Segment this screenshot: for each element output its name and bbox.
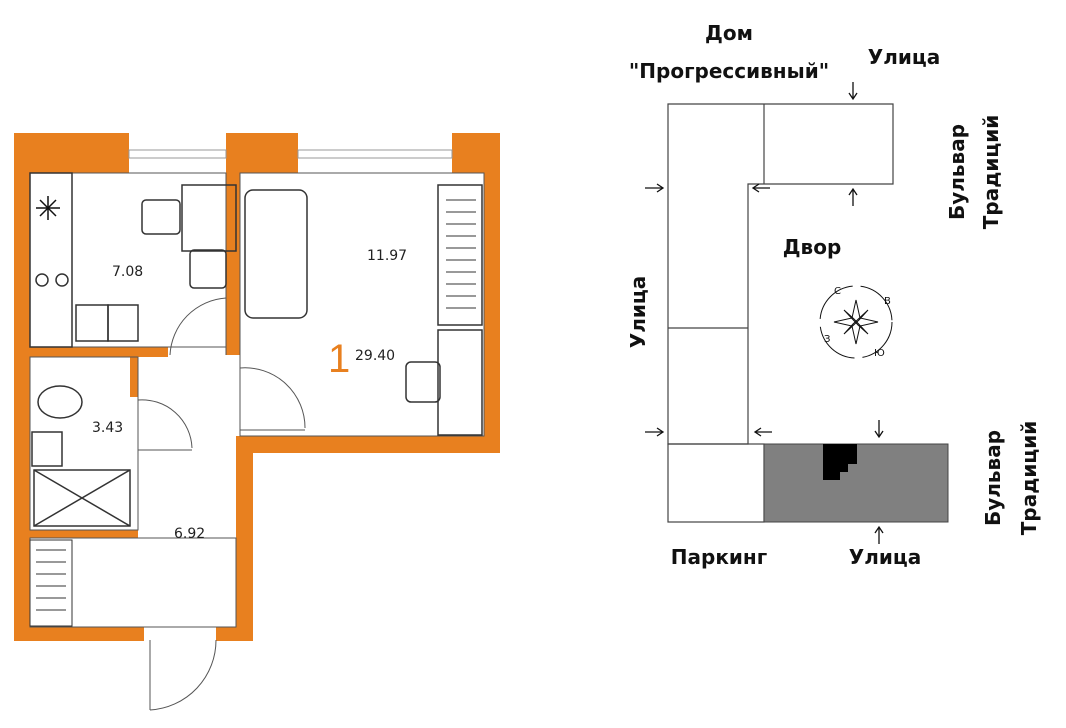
- door-swing: [137, 399, 193, 449]
- wall: [236, 436, 500, 453]
- wall: [226, 133, 298, 173]
- wall: [484, 133, 500, 453]
- house-name-line2: "Прогрессивный": [629, 59, 829, 83]
- desk: [437, 329, 483, 436]
- wardrobe: [437, 184, 483, 326]
- compass-south: Ю: [874, 348, 885, 359]
- wall: [236, 436, 253, 641]
- boulevard-top-line2: Традиций: [979, 115, 1003, 229]
- kitchen-counter: [29, 172, 73, 348]
- hall-wardrobe: [29, 539, 73, 627]
- door-swing: [149, 639, 217, 711]
- chair: [141, 199, 181, 235]
- snowflake-icon: [36, 196, 60, 220]
- fridge-unit: [107, 304, 139, 342]
- site-plan: С В Ю З Дом "Прогрессивный" Улица Улица …: [626, 21, 1041, 569]
- wall: [28, 530, 138, 538]
- room-outlines: [29, 172, 485, 628]
- courtyard-label: Двор: [783, 235, 842, 259]
- chair: [189, 249, 227, 289]
- wall: [130, 347, 138, 397]
- compass-east: В: [884, 296, 891, 307]
- sink: [75, 304, 109, 342]
- house-name-line1: Дом: [705, 21, 753, 45]
- floor-plan: 7.08 11.97 3.43 6.92 1 29.40: [14, 133, 500, 711]
- window: [297, 149, 453, 159]
- compass-west: З: [824, 334, 830, 345]
- washbasin: [31, 431, 63, 467]
- area-living: 11.97: [367, 248, 407, 264]
- boulevard-bottom-line2: Традиций: [1017, 421, 1041, 535]
- wall: [14, 133, 30, 633]
- window: [128, 149, 227, 159]
- bathroom-fixtures: [31, 385, 131, 527]
- street-left: Улица: [626, 276, 650, 348]
- parking-label: Паркинг: [671, 545, 767, 569]
- area-hall: 6.92: [174, 526, 205, 542]
- door-swing: [239, 367, 306, 429]
- outer-walls: [14, 133, 500, 641]
- compass-north: С: [834, 286, 841, 297]
- area-bathroom: 3.43: [92, 420, 123, 436]
- compass-rose-icon: С В Ю З: [819, 285, 893, 359]
- wall: [14, 627, 144, 641]
- total-area: 29.40: [355, 348, 395, 364]
- street-top: Улица: [868, 45, 940, 69]
- desk-chair: [405, 361, 441, 403]
- windows: [128, 149, 453, 159]
- area-kitchen: 7.08: [112, 264, 143, 280]
- dining-table: [181, 184, 237, 252]
- door-swing: [169, 297, 227, 356]
- wall: [14, 133, 129, 173]
- sofa: [244, 189, 308, 319]
- stove-burner: [35, 273, 49, 287]
- shower: [33, 469, 131, 527]
- wardrobe-hangers: [446, 199, 476, 309]
- boulevard-top-line1: Бульвар: [945, 124, 969, 220]
- kitchen-furniture: [29, 172, 237, 348]
- doors: [137, 290, 306, 711]
- entrance-arrows: [645, 82, 884, 544]
- living-furniture: [244, 184, 483, 436]
- rooms-count: 1: [328, 337, 350, 381]
- wall: [226, 170, 240, 355]
- apartment-marker: [823, 444, 857, 480]
- wall: [28, 347, 168, 357]
- street-bottom: Улица: [849, 545, 921, 569]
- toilet: [37, 385, 83, 419]
- stove-burner: [55, 273, 69, 287]
- wall: [216, 627, 253, 641]
- boulevard-bottom-line1: Бульвар: [981, 430, 1005, 526]
